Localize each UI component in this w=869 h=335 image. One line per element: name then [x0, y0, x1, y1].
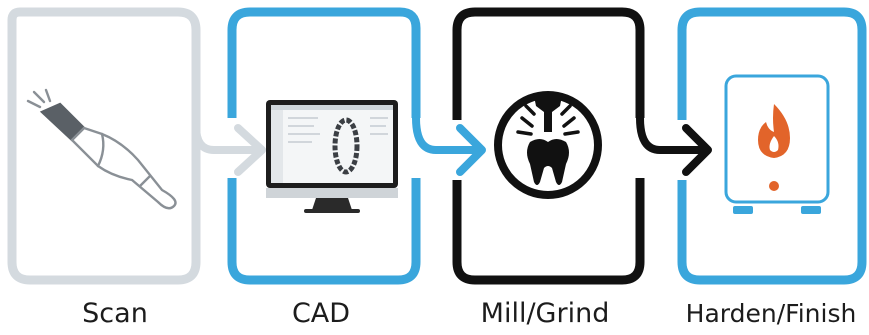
milling-tooth-icon — [494, 91, 602, 199]
cad-to-mill-connector — [412, 117, 482, 154]
scan-step — [7, 7, 201, 285]
cad-to-mill-arrowhead — [456, 124, 486, 176]
flame-icon — [758, 104, 790, 158]
computer-monitor-icon — [266, 100, 398, 213]
finish-step — [677, 7, 867, 285]
finish-frame — [677, 7, 867, 285]
intraoral-scanner-icon — [26, 88, 177, 210]
cad-step — [227, 7, 421, 285]
mill-to-finish-connector — [636, 117, 708, 154]
scan-frame — [7, 7, 201, 285]
scan-to-cad-connector — [192, 125, 262, 154]
sintering-furnace-icon — [724, 74, 830, 214]
cad-label: CAD — [291, 298, 351, 329]
harden-finish-label: Harden/Finish — [685, 299, 857, 328]
scan-label: Scan — [82, 298, 148, 329]
cad-frame — [227, 7, 421, 285]
mill-to-finish-arrowhead — [682, 124, 712, 176]
workflow-diagram — [7, 7, 867, 285]
scan-to-cad-arrowhead — [234, 124, 266, 176]
mill-step — [452, 7, 645, 285]
mill-grind-label: Mill/Grind — [480, 298, 610, 329]
mill-frame — [452, 7, 645, 285]
